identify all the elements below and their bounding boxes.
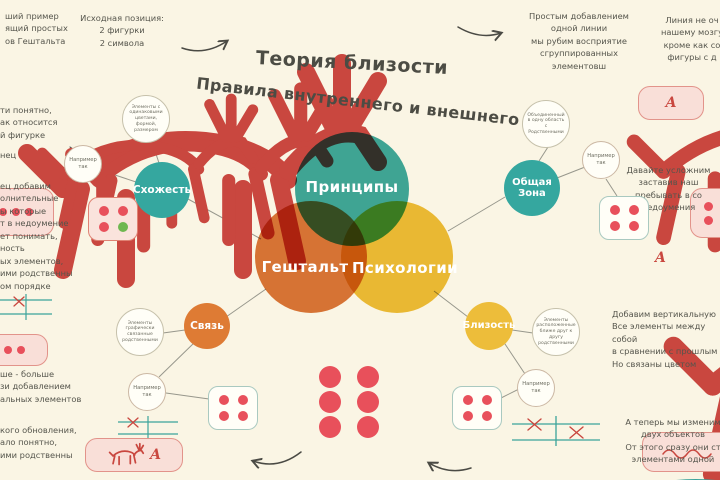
red-dot bbox=[609, 205, 620, 215]
red-dot bbox=[16, 346, 25, 354]
edge-sticker-left-top bbox=[0, 188, 54, 236]
deer-doodle-icon bbox=[108, 442, 145, 466]
arrow-icon bbox=[429, 463, 472, 471]
venn-label-gestalt: Гештальт bbox=[261, 258, 349, 276]
table-doodle-bottom-left bbox=[118, 416, 178, 438]
sketch-arrows bbox=[69, 26, 501, 471]
edge-sticker-left-mid bbox=[0, 334, 48, 366]
table-doodle-bottom-right bbox=[512, 416, 600, 446]
note-circle-similarity: Элементы с одинаковыми цветами, формой, … bbox=[122, 95, 170, 143]
edge-sticker-right-top: A bbox=[638, 86, 704, 120]
note-left-2: нец bbox=[0, 150, 17, 160]
red-dot bbox=[703, 201, 713, 211]
red-dot bbox=[357, 416, 379, 438]
note-top-right: Простым добавлением одной линии мы рубим… bbox=[529, 11, 629, 71]
edge-sticker-bottom-left: A bbox=[85, 438, 183, 472]
arrow-icon bbox=[181, 41, 227, 52]
example-box-common-zone bbox=[599, 196, 649, 240]
note-circle-common-zone: Объединенный в одну область с Родственны… bbox=[522, 100, 570, 148]
red-dot bbox=[12, 208, 20, 216]
red-dot bbox=[462, 411, 473, 421]
red-dot bbox=[703, 215, 713, 225]
note-right-2: Добавим вертикальную Все элементы между … bbox=[612, 309, 718, 369]
example-circle-similarity: Например так bbox=[64, 145, 102, 183]
red-dot bbox=[357, 391, 379, 413]
example-circle-proximity: Например так bbox=[517, 369, 555, 407]
venn-label-psychology: Психологии bbox=[351, 259, 459, 277]
red-dot bbox=[319, 366, 341, 388]
red-dot bbox=[237, 395, 248, 405]
red-dot bbox=[481, 411, 492, 421]
center-dot-grid bbox=[319, 366, 379, 438]
venn-circle-psychology bbox=[341, 201, 453, 313]
letter-a-doodle: A bbox=[150, 447, 161, 463]
red-dot bbox=[628, 221, 639, 231]
red-dot bbox=[98, 206, 109, 216]
note-left-3: ец добавим олнительные ы которые т в нед… bbox=[0, 181, 73, 291]
note-right-3: А теперь мы изменим двух объектов От это… bbox=[625, 417, 720, 465]
arrow-icon bbox=[253, 451, 302, 464]
note-left-1: ти понятно, ак относится й фигурке bbox=[0, 105, 58, 140]
example-box-similarity bbox=[88, 197, 138, 241]
red-dot bbox=[0, 208, 7, 216]
red-dot bbox=[481, 395, 492, 405]
red-dot bbox=[98, 222, 109, 232]
branch-similarity: Схожесть bbox=[133, 162, 191, 218]
green-dot bbox=[117, 222, 128, 232]
note-circle-proximity: Элементы расположенные ближе друг к друг… bbox=[532, 308, 580, 356]
red-dot bbox=[462, 395, 473, 405]
branch-proximity: Близость bbox=[463, 302, 515, 350]
note-left-5: кого обновления, ало понятно, ими родств… bbox=[0, 425, 77, 460]
note-circle-connection: Элементы графически связанные родственны… bbox=[116, 308, 164, 356]
example-circle-common-zone: Например так bbox=[582, 141, 620, 179]
red-dot bbox=[218, 411, 229, 421]
example-box-proximity bbox=[452, 386, 502, 430]
branch-common-zone: Общая Зона bbox=[504, 160, 560, 216]
letter-a-doodle: A bbox=[655, 250, 666, 266]
note-left-4: ше - больше зи добавлением альных элемен… bbox=[0, 369, 82, 404]
letter-a-doodle: A bbox=[665, 95, 677, 111]
example-circle-connection: Например так bbox=[128, 373, 166, 411]
note-right-1: Давайте усложним заставив наш пребывать … bbox=[626, 165, 711, 213]
branch-connection: Связь bbox=[184, 303, 230, 349]
scribble-icon bbox=[662, 449, 712, 459]
red-dot bbox=[319, 416, 341, 438]
red-dot bbox=[218, 395, 229, 405]
red-dot bbox=[628, 205, 639, 215]
edge-sticker-bottom-right bbox=[642, 432, 720, 472]
red-dot bbox=[25, 208, 33, 216]
note-top-left-fragment: ший пример ящий простых ов Гештальта bbox=[5, 11, 68, 46]
venn-label-principles: Принципы bbox=[305, 178, 399, 196]
table-doodle-left-edge bbox=[0, 294, 52, 320]
red-dot bbox=[357, 366, 379, 388]
edge-sticker-right-mid bbox=[690, 188, 720, 238]
red-dot bbox=[237, 411, 248, 421]
red-dot bbox=[117, 206, 128, 216]
red-dot bbox=[3, 346, 12, 354]
example-box-connection bbox=[208, 386, 258, 430]
arrow-icon bbox=[457, 26, 501, 35]
note-right-top-edge: Линия не оч нашему мозгу кроме как со фи… bbox=[660, 15, 720, 63]
red-dot bbox=[319, 391, 341, 413]
red-dot bbox=[609, 221, 620, 231]
note-start-position: Исходная позиция: 2 фигурки 2 символа bbox=[80, 13, 164, 48]
